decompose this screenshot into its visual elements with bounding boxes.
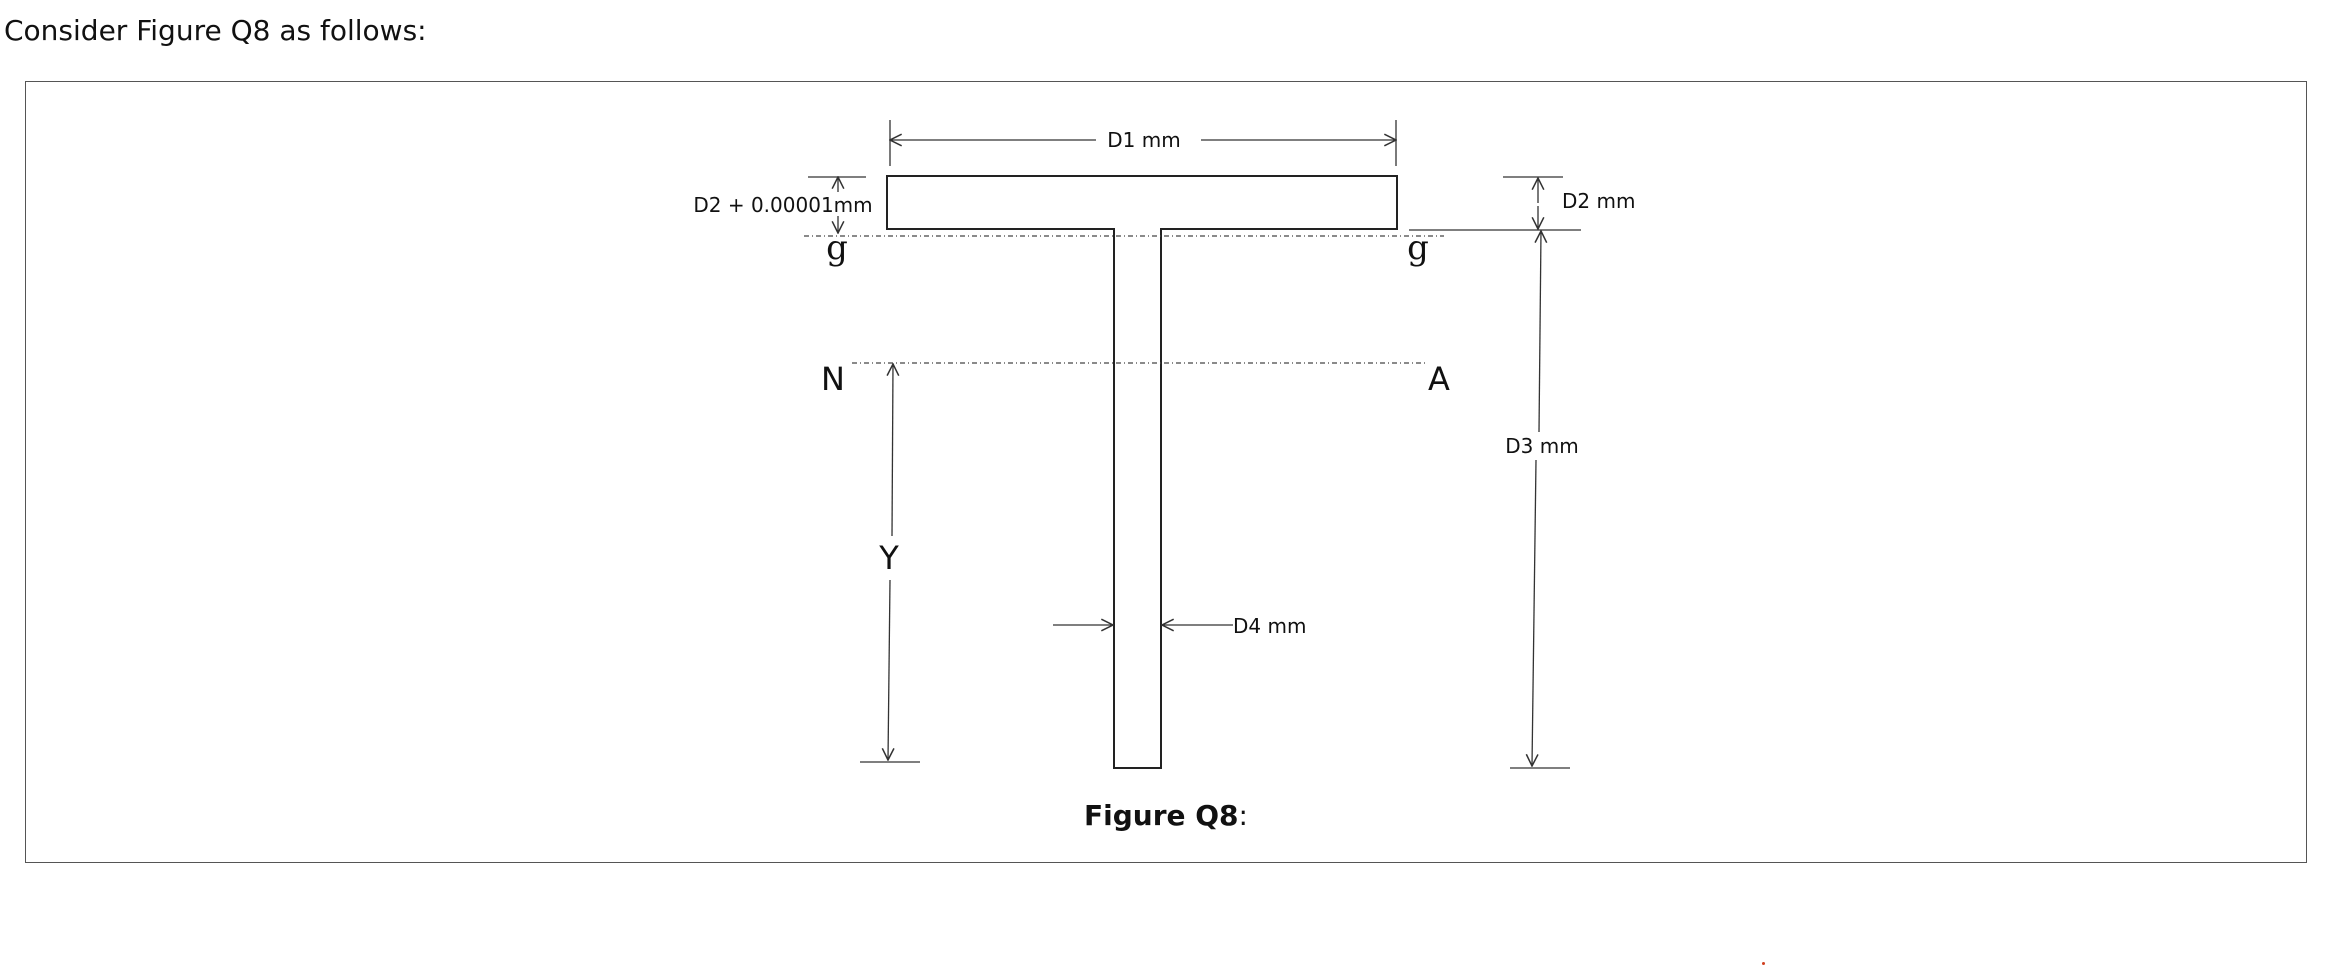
d4-label: D4 mm: [1233, 614, 1306, 638]
y-label: Y: [878, 539, 899, 577]
figure-q8: D1 mm g g D2 + 0.00001mm N A Y D4 mm: [25, 81, 2307, 863]
figure-caption: Figure Q8:: [26, 799, 2306, 832]
stray-dot: [1762, 962, 1765, 965]
t-section-outline: [886, 175, 1398, 769]
n-label: N: [821, 360, 845, 398]
g-left-label: g: [826, 228, 848, 268]
d2-label: D2 mm: [1562, 189, 1635, 213]
d3-label: D3 mm: [1505, 434, 1578, 458]
d3-dimension: D3 mm: [1505, 231, 1579, 769]
figure-caption-title: Figure Q8: [1084, 799, 1239, 832]
intro-text: Consider Figure Q8 as follows:: [4, 14, 427, 47]
d2-dimension: D2 mm: [1409, 176, 1635, 231]
d2-small-label: D2 + 0.00001mm: [693, 193, 872, 217]
d4-dimension: D4 mm: [1053, 614, 1306, 638]
a-label: A: [1428, 360, 1450, 398]
figure-caption-suffix: :: [1238, 799, 1248, 832]
t-section-diagram: D1 mm g g D2 + 0.00001mm N A Y D4 mm: [693, 120, 1635, 769]
d1-dimension: D1 mm: [890, 120, 1396, 166]
d1-label: D1 mm: [1107, 128, 1180, 152]
g-right-label: g: [1407, 228, 1429, 268]
d2-small-dimension: D2 + 0.00001mm: [693, 177, 873, 233]
y-dimension: Y: [860, 364, 920, 763]
